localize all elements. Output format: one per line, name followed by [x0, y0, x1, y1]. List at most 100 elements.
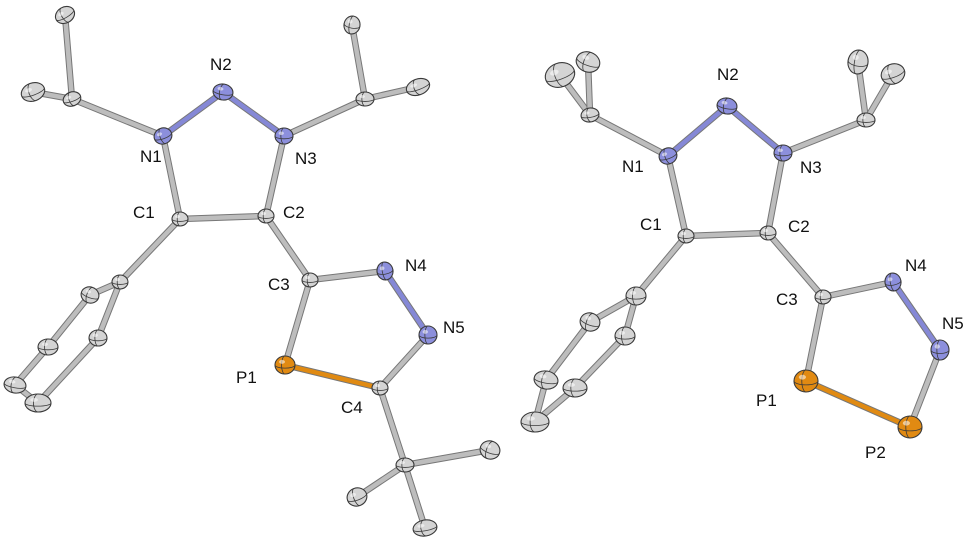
- atom-principal-axis: [420, 519, 427, 537]
- atom-principal-axis: [580, 318, 600, 327]
- atom-principal-axis: [10, 376, 17, 394]
- atom-ellipsoid: [418, 325, 438, 345]
- bond-C5-M3: [402, 462, 428, 531]
- atom-i3c: [856, 112, 876, 128]
- label-n5: N5: [942, 314, 964, 333]
- bond-P1-P2: [803, 378, 913, 430]
- atom-principal-axis: [348, 15, 354, 35]
- atom-principal-axis: [716, 104, 738, 110]
- atom-n4: [884, 272, 902, 292]
- label-n2: N2: [717, 65, 739, 84]
- atom-i3a: [343, 15, 361, 35]
- bond-Ph2-Ph4: [543, 319, 593, 383]
- atom-principal-axis: [361, 91, 366, 107]
- atom-principal-axis: [570, 378, 576, 398]
- atom-principal-axis: [533, 377, 559, 385]
- label-n3: N3: [800, 158, 822, 177]
- label-p2: P2: [865, 443, 886, 462]
- atoms-left: [3, 5, 501, 537]
- atom-ellipsoid: [814, 289, 832, 305]
- bond-N3-C2: [765, 150, 786, 236]
- atom-principal-axis: [580, 113, 600, 119]
- atom-principal-axis: [930, 349, 950, 354]
- atom-principal-axis: [281, 355, 286, 375]
- bond-N1-I1C: [587, 112, 671, 159]
- label-c1: C1: [133, 203, 155, 222]
- atom-highlight: [887, 277, 893, 282]
- atom-principal-axis: [722, 97, 729, 115]
- atom-ellipsoid: [880, 63, 906, 85]
- atom-principal-axis: [553, 63, 565, 87]
- bond-N1-C1: [665, 153, 689, 239]
- atom-principal-axis: [889, 272, 895, 292]
- atom-ph3: [614, 326, 636, 346]
- atom-p2: [897, 415, 923, 439]
- atom-highlight: [661, 152, 668, 157]
- atom-ellipsoid: [759, 225, 777, 241]
- label-c2: C2: [788, 217, 810, 236]
- atom-principal-axis: [154, 132, 172, 141]
- atom-principal-axis: [585, 313, 594, 331]
- atom-highlight: [818, 293, 823, 297]
- atom-principal-axis: [905, 415, 911, 439]
- atom-i1a: [544, 62, 576, 88]
- atom-principal-axis: [212, 90, 234, 96]
- atom-principal-axis: [352, 488, 361, 506]
- atom-n1: [658, 147, 678, 165]
- atom-c5: [395, 457, 415, 473]
- atom-principal-axis: [773, 152, 793, 157]
- atom-ellipsoid: [171, 211, 189, 227]
- atom-ellipsoid: [62, 91, 82, 107]
- atom-highlight: [156, 132, 163, 137]
- atom-highlight: [350, 492, 357, 498]
- atom-principal-axis: [27, 83, 37, 101]
- atom-highlight: [798, 374, 806, 380]
- atom-ellipsoid: [614, 326, 636, 346]
- atom-principal-axis: [621, 326, 626, 346]
- atom-highlight: [417, 524, 425, 528]
- atom-p1: [793, 369, 819, 393]
- atom-ph5: [562, 378, 588, 398]
- atom-n2: [212, 83, 234, 101]
- bonds-left: [11, 11, 494, 532]
- bond-N3-I3C: [780, 117, 869, 156]
- atom-i1b: [20, 82, 46, 102]
- atom-ellipsoid: [677, 228, 695, 244]
- atom-i3c: [355, 91, 375, 107]
- atom-highlight: [410, 83, 418, 88]
- atom-principal-axis: [55, 9, 75, 21]
- bond-C1-C2: [177, 213, 269, 222]
- atom-ellipsoid: [575, 51, 601, 73]
- atom-ellipsoid: [371, 380, 389, 396]
- atom-p1: [274, 355, 296, 375]
- atom-highlight: [278, 131, 284, 135]
- atom-highlight: [379, 266, 385, 271]
- bond-C1-C2: [683, 230, 771, 239]
- atom-ph6: [520, 411, 550, 433]
- atom-ph5: [3, 376, 27, 394]
- atom-ellipsoid: [257, 208, 275, 224]
- atom-highlight: [619, 330, 625, 335]
- atom-ellipsoid: [111, 274, 129, 290]
- atom-principal-axis: [33, 393, 39, 413]
- bond-C1-Ph1: [117, 216, 183, 285]
- bond-C4-C5: [377, 385, 408, 468]
- bond-N1-C1: [160, 133, 183, 222]
- atom-principal-axis: [218, 83, 225, 101]
- atom-ellipsoid: [274, 355, 296, 375]
- atom-highlight: [115, 278, 120, 282]
- atom-ellipsoid: [793, 369, 819, 393]
- atom-principal-axis: [3, 382, 27, 389]
- atom-principal-axis: [59, 7, 70, 23]
- atom-highlight: [526, 416, 535, 421]
- atom-principal-axis: [779, 144, 784, 162]
- atom-principal-axis: [44, 338, 49, 356]
- atom-ellipsoid: [395, 457, 415, 473]
- atom-n2: [716, 97, 738, 115]
- atom-principal-axis: [819, 289, 824, 305]
- bond-N3-C2: [263, 133, 287, 219]
- atom-ellipsoid: [54, 5, 76, 25]
- atom-principal-axis: [274, 135, 294, 140]
